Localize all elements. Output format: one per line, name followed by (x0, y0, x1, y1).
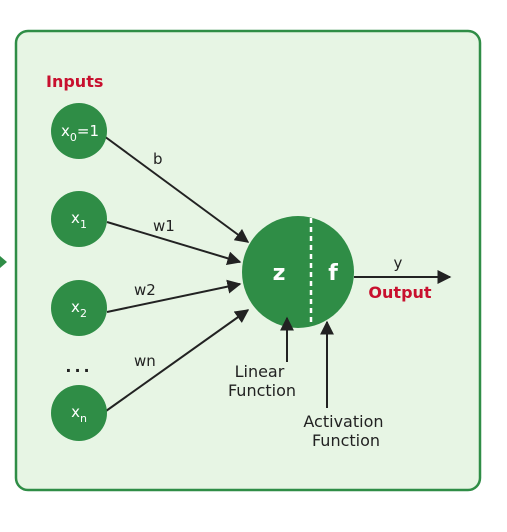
svg-text:xn: xn (71, 403, 87, 425)
svg-text:x1: x1 (71, 209, 87, 231)
input-node-x1: x1 (51, 191, 107, 247)
input-node-x0: x0=1 (51, 103, 107, 159)
input-node-x2: x2 (51, 280, 107, 336)
ellipsis: ... (65, 357, 92, 376)
output-label: Output (368, 283, 431, 302)
weight-label-b: b (153, 150, 163, 168)
svg-text:x0=1: x0=1 (61, 122, 99, 144)
connection-line-x0 (103, 135, 250, 243)
weight-label-wn: wn (134, 352, 156, 370)
connection-line-xn (105, 309, 250, 412)
activation-symbol: f (328, 261, 338, 286)
output-symbol: y (394, 254, 403, 272)
weight-label-w1: w1 (153, 217, 175, 235)
connection-line-x2 (106, 279, 242, 313)
inputs-heading: Inputs (46, 72, 103, 91)
linear-symbol: z (273, 261, 286, 286)
connection-line-x1 (106, 221, 242, 266)
weight-label-w2: w2 (134, 281, 156, 299)
neuron-node: z f (242, 216, 354, 328)
incoming-arrow-tip (0, 256, 7, 268)
activation-function-label: Activation Function (303, 412, 388, 450)
input-node-xn: xn (51, 385, 107, 441)
svg-text:x2: x2 (71, 298, 87, 320)
linear-function-label: Linear Function (228, 362, 296, 400)
